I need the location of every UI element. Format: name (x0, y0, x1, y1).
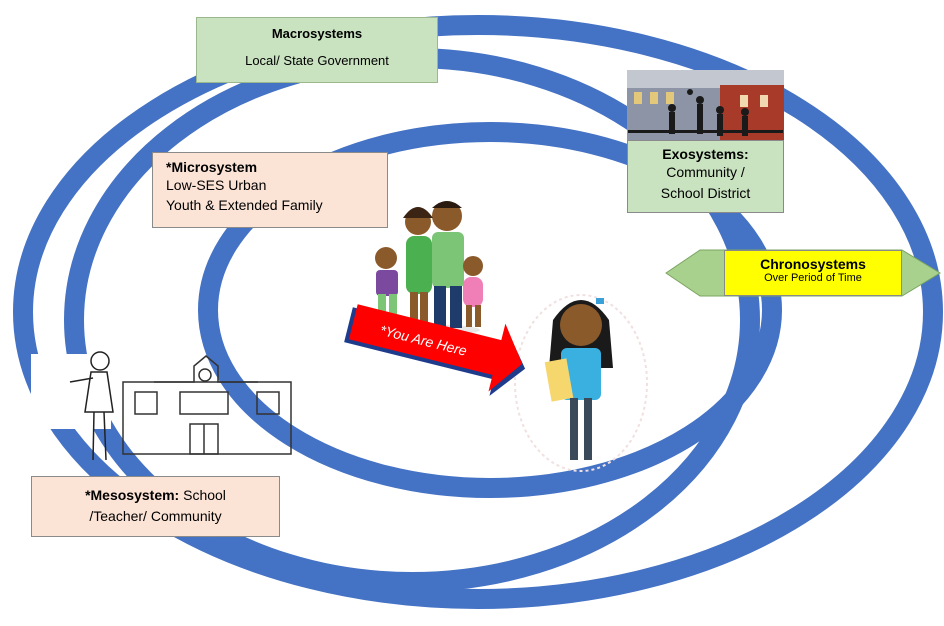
exosystem-line-1: Community / (666, 164, 745, 180)
microsystem-line-2: Youth & Extended Family (166, 197, 323, 213)
chronosystem-box: Chronosystems Over Period of Time (724, 250, 902, 296)
macrosystem-box: Macrosystems Local/ State Government (196, 17, 438, 83)
exosystem-box: Exosystems: Community / School District (627, 140, 784, 213)
microsystem-box: *Microsystem Low-SES Urban Youth & Exten… (152, 152, 388, 228)
macrosystem-title: Macrosystems (271, 26, 363, 41)
chronosystem-subtitle: Over Period of Time (764, 272, 862, 284)
microsystem-line-1: Low-SES Urban (166, 177, 267, 193)
inner-ring (198, 122, 782, 498)
mesosystem-box: *Mesosystem: School /Teacher/ Community (31, 476, 280, 537)
exosystem-title: Exosystems: (662, 146, 749, 162)
neighborhood-photo (627, 70, 784, 140)
exosystem-line-2: School District (660, 185, 751, 201)
teacher-illustration (31, 351, 114, 461)
mesosystem-text: School (179, 487, 226, 503)
outer-ring (13, 15, 943, 609)
chronosystem-title: Chronosystems (760, 256, 866, 272)
macrosystem-subtitle: Local/ State Government (245, 53, 389, 68)
girl-illustration (514, 294, 648, 472)
mesosystem-line-2: /Teacher/ Community (89, 508, 222, 524)
mesosystem-title: *Mesosystem: (85, 487, 180, 503)
school-building-illustration (122, 355, 292, 455)
microsystem-title: *Microsystem (166, 159, 258, 175)
